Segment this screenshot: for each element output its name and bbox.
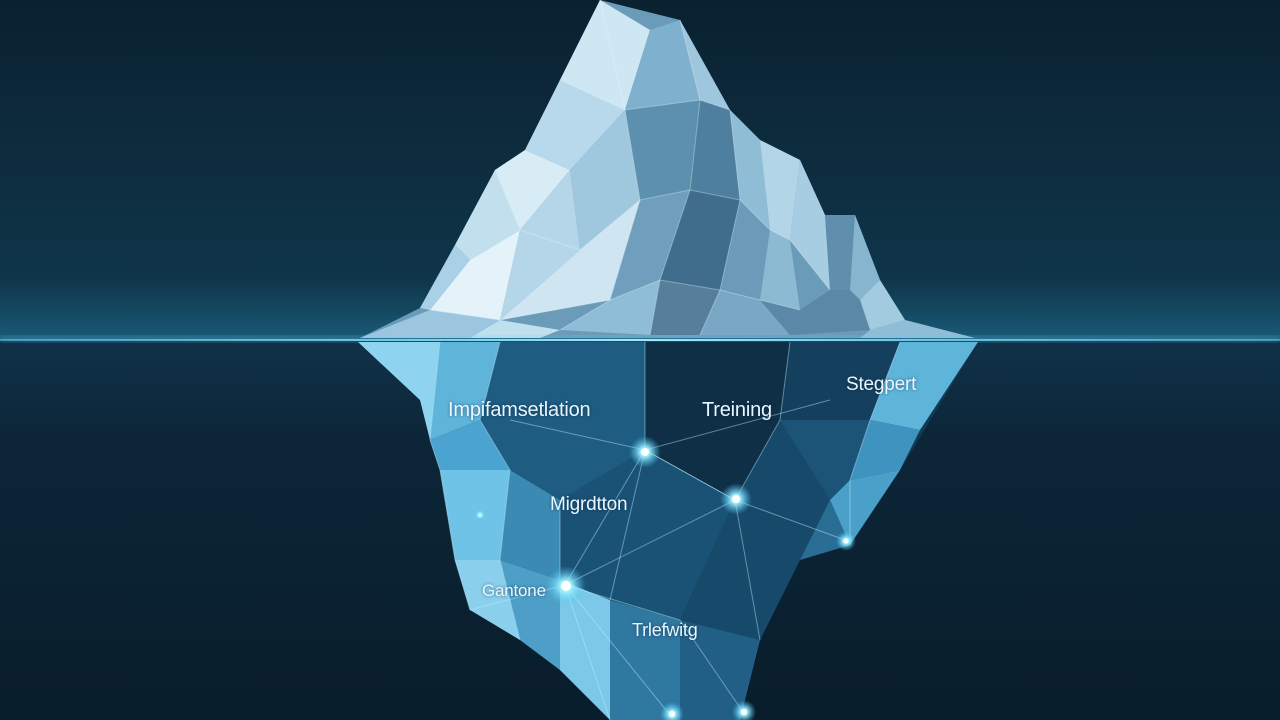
label-training-upper: Treining xyxy=(702,399,772,421)
label-support: Stegpert xyxy=(846,374,917,395)
glowing-node xyxy=(546,566,586,606)
glowing-node xyxy=(474,509,486,521)
glowing-node xyxy=(660,702,684,720)
label-migration: Migrdtton xyxy=(550,494,628,515)
iceberg-underwater xyxy=(358,341,978,720)
glowing-node xyxy=(836,531,856,551)
network-nodes xyxy=(474,436,856,720)
water-line xyxy=(0,339,1280,341)
label-customization: Gantone xyxy=(482,581,546,600)
glowing-node xyxy=(720,483,752,515)
glowing-node xyxy=(732,700,756,720)
glowing-node xyxy=(629,436,661,468)
iceberg-tip xyxy=(360,0,975,338)
label-training-lower: Trlefwitg xyxy=(632,620,698,640)
label-implementation: Impifamsetlation xyxy=(448,399,591,421)
